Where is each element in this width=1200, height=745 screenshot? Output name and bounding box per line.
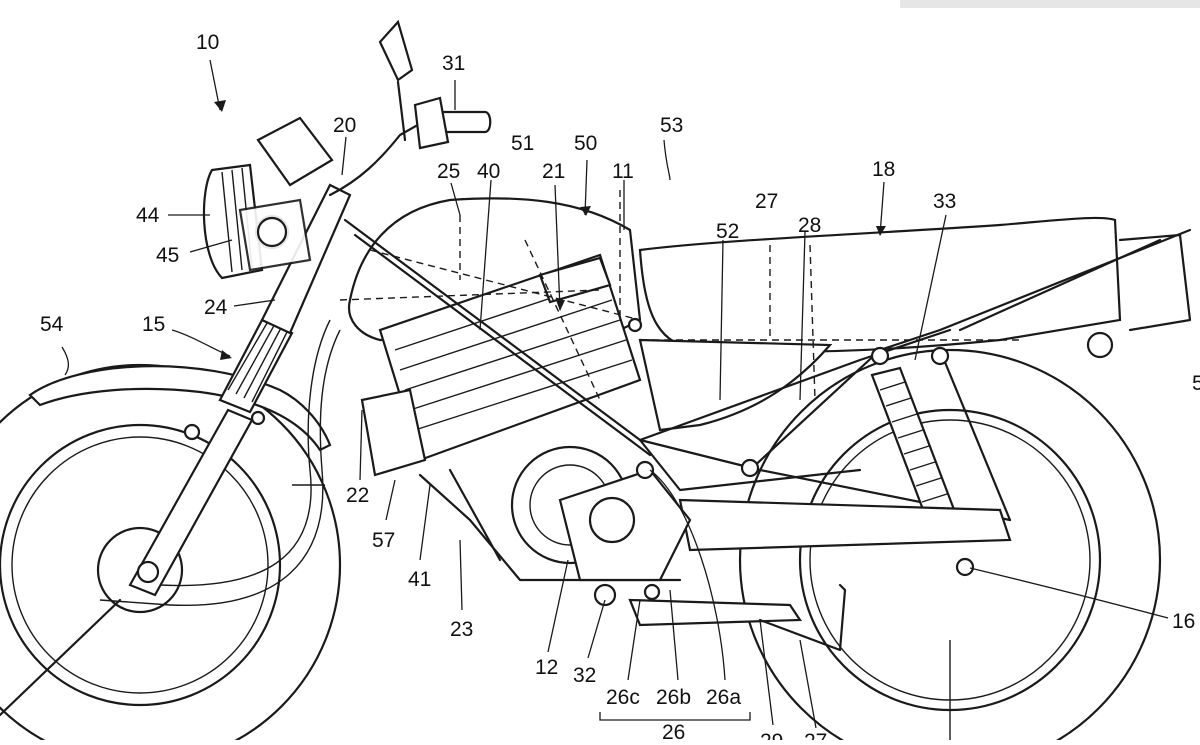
label-18: 18 <box>872 158 895 181</box>
label-15: 15 <box>142 313 165 336</box>
label-26: 26 <box>662 721 685 740</box>
label-23: 23 <box>450 618 473 641</box>
hidden-lines <box>339 190 1020 401</box>
label-26b: 26b <box>656 686 691 709</box>
label-57: 57 <box>372 529 395 552</box>
label-50: 50 <box>574 132 597 155</box>
label-22: 22 <box>346 484 369 507</box>
top-right-panel-edge <box>900 0 1200 8</box>
front-wheel <box>0 363 342 745</box>
label-26a: 26a <box>706 686 741 709</box>
label-54: 54 <box>40 313 64 336</box>
front-fender <box>28 365 332 452</box>
label-11: 11 <box>612 160 634 183</box>
label-44: 44 <box>136 204 160 227</box>
label-52: 52 <box>716 220 739 243</box>
rear-carrier <box>1118 233 1192 332</box>
arrow-heads <box>214 100 886 360</box>
headlight <box>202 163 312 280</box>
label-12: 12 <box>535 656 558 679</box>
label-5: 5 <box>1192 372 1200 395</box>
label-10: 10 <box>196 31 219 54</box>
label-45: 45 <box>156 244 179 267</box>
label-16: 16 <box>1172 610 1195 633</box>
label-27: 27 <box>755 190 778 213</box>
label-31: 31 <box>442 52 465 75</box>
label-41: 41 <box>408 568 431 591</box>
pedal <box>628 598 803 627</box>
seat <box>638 216 1122 354</box>
label-29: 29 <box>760 730 783 740</box>
label-24: 24 <box>204 296 228 319</box>
handlebar <box>328 19 492 197</box>
label-21: 21 <box>542 160 565 183</box>
label-20: 20 <box>333 114 356 137</box>
meter <box>256 116 334 187</box>
label-53: 53 <box>660 114 683 137</box>
label-32: 32 <box>573 664 596 687</box>
swing-arm <box>678 498 1012 552</box>
label-40: 40 <box>477 160 500 183</box>
label-27-bottom: 27 <box>804 730 827 740</box>
label-26c: 26c <box>606 686 640 709</box>
rear-wheel <box>738 348 1162 745</box>
label-33: 33 <box>933 190 956 213</box>
reference-numerals: 10 31 20 53 51 50 25 40 21 11 18 33 27 2… <box>40 31 1200 745</box>
leader-lines <box>61 59 1169 729</box>
label-28: 28 <box>798 214 821 237</box>
motor <box>510 445 692 607</box>
label-51: 51 <box>511 132 534 155</box>
label-25: 25 <box>437 160 460 183</box>
controller <box>360 388 427 477</box>
side-cover <box>638 338 833 432</box>
